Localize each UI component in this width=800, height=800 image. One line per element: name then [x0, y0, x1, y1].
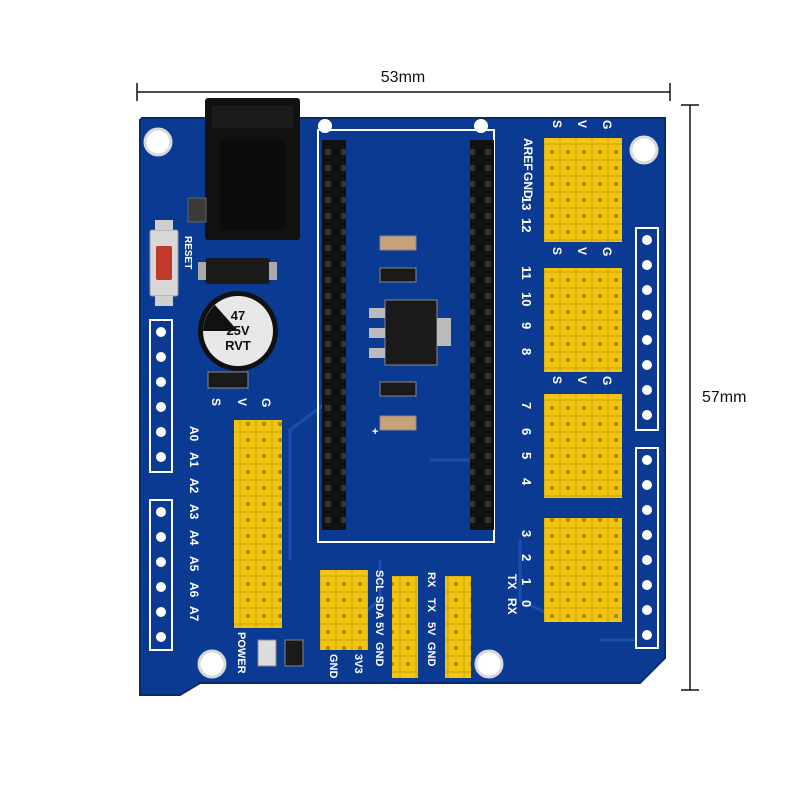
gnd-label: GND: [327, 654, 339, 679]
reset-button[interactable]: [149, 220, 179, 306]
nano-header-right: [470, 140, 494, 530]
left-pin-strip-bottom: [149, 499, 173, 651]
digital-label: 2: [519, 554, 534, 561]
mount-hole-top-left: [143, 127, 173, 157]
digital-label: 4: [519, 478, 534, 486]
digital-header-13-12: [544, 138, 622, 242]
left-g-label: G: [259, 398, 273, 407]
analog-labels: A0 A1 A2 A3 A4 A5 A6 A7: [187, 426, 201, 622]
analog-label: A6: [187, 582, 201, 598]
nano-header-left: [322, 140, 346, 530]
digital-label: 11: [519, 266, 534, 280]
power-label: POWER: [235, 632, 247, 674]
analog-label: A3: [187, 504, 201, 520]
diode-component: [198, 258, 277, 284]
i2c-5v-label: 5V: [373, 622, 385, 636]
height-label: 57mm: [702, 389, 746, 406]
serial-rx-label: RX: [425, 572, 437, 588]
serial-5v-label: 5V: [425, 622, 437, 636]
cap-brand: RVT: [225, 338, 251, 353]
digital-label: 6: [519, 428, 534, 435]
right-svg-labels-mid1: S V G: [550, 247, 614, 256]
right-s-label: S: [550, 376, 564, 384]
gnd-3v3-header: [320, 570, 368, 650]
i2c-labels: SCL SDA 5V GND: [373, 570, 385, 667]
analog-label: A1: [187, 452, 201, 468]
right-pin-strip-top: [635, 227, 659, 431]
dc-barrel-jack: [187, 98, 300, 240]
digital-label: 1: [519, 578, 534, 585]
tx-label: TX: [505, 574, 519, 589]
right-v-label: V: [575, 376, 589, 384]
left-v-label: V: [235, 398, 249, 406]
cap-voltage: 25V: [226, 323, 249, 338]
height-dimension: 57mm: [681, 104, 746, 691]
analog-label: A2: [187, 478, 201, 494]
serial-labels: RX TX 5V GND: [425, 572, 437, 667]
serial-header: [445, 576, 471, 678]
digital-header-3-0: [544, 518, 622, 622]
digital-label: 0: [519, 600, 534, 607]
digital-label: 9: [519, 322, 534, 329]
digital-label: 3: [519, 530, 534, 537]
digital-label: 12: [519, 218, 534, 232]
right-s-label: S: [550, 120, 564, 128]
3v3-label: 3V3: [352, 654, 364, 674]
left-pin-strip-top: [149, 319, 173, 473]
digital-label: 8: [519, 348, 534, 355]
analog-label: A4: [187, 530, 201, 546]
right-g-label: G: [600, 376, 614, 385]
analog-svg-header: [234, 420, 282, 628]
digital-label: 7: [519, 402, 534, 409]
i2c-header: [392, 576, 418, 678]
digital-header-7-4: [544, 394, 622, 498]
right-s-label: S: [550, 247, 564, 255]
right-pin-strip-bottom: [635, 447, 659, 649]
digital-label: 13: [519, 196, 534, 210]
serial-gnd-label: GND: [425, 642, 437, 667]
analog-label: A0: [187, 426, 201, 442]
right-svg-labels-top: S V G: [550, 120, 614, 129]
cap-value: 47: [231, 308, 245, 323]
i2c-gnd-label: GND: [373, 642, 385, 667]
reset-label: RESET: [182, 236, 193, 269]
voltage-regulator: [369, 299, 451, 366]
serial-tx-label: TX: [425, 598, 437, 613]
mount-hole-top-right: [629, 135, 659, 165]
scl-label: SCL: [373, 570, 385, 592]
analog-label: A5: [187, 556, 201, 572]
plus-mark: +: [372, 426, 378, 438]
digital-labels: 13 12 11 10 9 8 7 6 5 4 3 2 1 0: [519, 196, 534, 607]
mount-hole-bottom-left: [197, 649, 227, 679]
right-v-label: V: [575, 247, 589, 255]
digital-header-11-8: [544, 268, 622, 372]
mount-hole-bottom-right: [474, 649, 504, 679]
electrolytic-capacitor: 47 25V RVT: [198, 291, 278, 371]
left-s-label: S: [209, 398, 223, 406]
sda-label: SDA: [373, 596, 385, 619]
right-g-label: G: [600, 247, 614, 256]
right-g-label: G: [600, 120, 614, 129]
smd-components: [207, 235, 417, 667]
rx-label: RX: [505, 598, 519, 615]
width-dimension: 53mm: [136, 69, 671, 101]
aref-label: AREF: [521, 138, 535, 171]
digital-label: 10: [519, 292, 534, 306]
right-v-label: V: [575, 120, 589, 128]
analog-label: A7: [187, 606, 201, 622]
gnd-right-label: GND: [521, 172, 535, 199]
digital-label: 5: [519, 452, 534, 459]
right-svg-labels-mid2: S V G: [550, 376, 614, 385]
width-label: 53mm: [381, 69, 425, 86]
